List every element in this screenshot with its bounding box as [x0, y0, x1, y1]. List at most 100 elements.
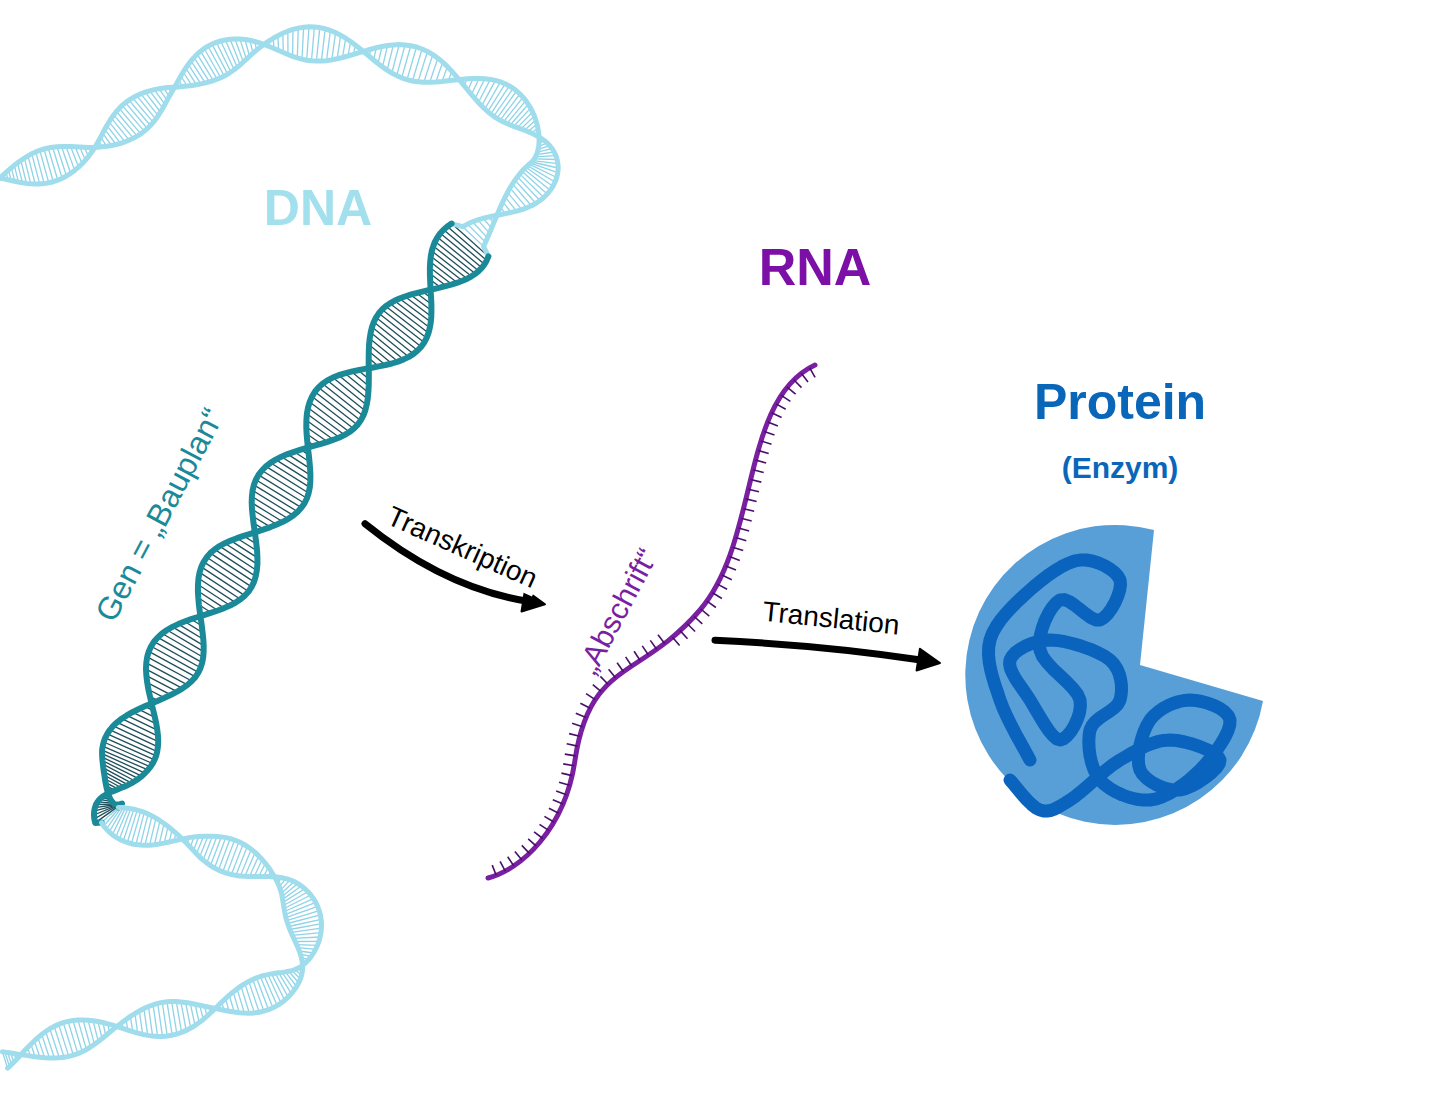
base-pair	[32, 154, 40, 184]
base-pair	[151, 646, 198, 672]
base-pair	[158, 1003, 163, 1036]
base-pair	[167, 630, 204, 652]
base-pair	[241, 986, 249, 1013]
base-pair	[144, 1009, 148, 1036]
base-pair	[225, 543, 258, 564]
rna-base	[736, 538, 747, 541]
base-pair	[292, 933, 321, 936]
base-pair	[122, 105, 144, 131]
rna-base	[673, 637, 680, 645]
base-pair	[162, 1002, 167, 1036]
base-pair	[287, 31, 289, 54]
base-pair	[374, 322, 414, 354]
base-pair	[154, 821, 160, 845]
base-pair	[376, 317, 418, 350]
base-pair	[307, 27, 309, 60]
base-pair	[517, 177, 540, 201]
rna-base	[751, 480, 762, 483]
dna-helix	[0, 27, 558, 1068]
base-pair	[204, 562, 249, 592]
base-pair	[294, 937, 320, 938]
base-pair	[297, 28, 298, 58]
base-pair	[252, 497, 288, 519]
base-pair	[271, 463, 310, 488]
rna-base	[739, 528, 750, 531]
rna-base	[722, 575, 732, 580]
base-pair	[515, 180, 536, 203]
base-pair	[250, 856, 259, 877]
base-pair	[308, 408, 345, 435]
rna-base	[701, 609, 710, 616]
enzyme-subtitle: (Enzym)	[1062, 451, 1179, 484]
rna-base	[593, 685, 601, 692]
base-pair	[412, 49, 422, 81]
protein-blob	[965, 525, 1263, 825]
rna-base	[768, 422, 778, 426]
base-pair	[140, 814, 148, 845]
base-pair	[387, 45, 393, 70]
base-pair	[382, 310, 424, 343]
base-pair	[321, 29, 325, 61]
rna-base	[810, 368, 815, 378]
base-pair	[508, 192, 522, 209]
base-pair	[200, 836, 208, 857]
base-pair	[510, 104, 528, 125]
base-pair	[507, 101, 526, 124]
base-pair	[207, 836, 217, 863]
base-pair	[289, 919, 321, 926]
base-pair	[227, 842, 239, 874]
base-pair	[316, 28, 319, 62]
rna-base	[753, 470, 764, 473]
rna-base	[746, 499, 757, 502]
base-pair	[302, 27, 304, 59]
base-pair	[371, 333, 404, 360]
rna-base	[764, 431, 774, 435]
base-pair	[203, 836, 212, 860]
base-pair	[146, 663, 187, 685]
base-pair	[104, 742, 153, 764]
base-pair	[40, 150, 49, 183]
base-pair	[473, 222, 488, 238]
base-pair	[332, 33, 336, 60]
protein-chain	[989, 560, 1231, 811]
base-pair	[129, 100, 150, 125]
transcript-label: „Abschrift“	[570, 543, 663, 679]
base-pair	[522, 171, 547, 194]
base-pair	[149, 651, 196, 677]
base-pair	[66, 146, 75, 170]
base-pair	[59, 1024, 69, 1056]
base-pair	[500, 94, 520, 120]
rna-base	[650, 640, 656, 649]
base-pair	[50, 1029, 60, 1058]
rna-base	[748, 489, 759, 492]
base-pair	[315, 392, 358, 425]
gene-region: Gen = „Bauplan“	[90, 370, 365, 660]
base-pair	[288, 915, 321, 924]
base-pair	[46, 1032, 55, 1059]
base-pair	[240, 849, 251, 876]
base-pair	[405, 297, 431, 317]
base-pair	[230, 39, 240, 65]
base-pair	[291, 928, 321, 932]
rna-base	[713, 593, 722, 599]
base-pair	[491, 86, 510, 114]
base-pair	[199, 578, 236, 602]
base-pair	[105, 738, 154, 760]
rna-base	[776, 404, 786, 409]
base-pair	[153, 1005, 158, 1037]
rna-base	[658, 635, 665, 644]
base-pair	[215, 838, 226, 868]
base-pair	[215, 549, 256, 576]
dna-backbone	[8, 807, 322, 1068]
rna-base	[626, 657, 632, 666]
rna-base	[707, 601, 716, 607]
process-arrow	[715, 640, 940, 670]
base-pair	[207, 557, 252, 587]
base-pair	[400, 299, 431, 323]
rna-base	[787, 387, 796, 394]
base-pair	[249, 981, 259, 1012]
base-pair	[114, 115, 134, 138]
rna-base	[549, 808, 559, 813]
base-pair	[158, 637, 202, 662]
base-pair	[223, 840, 235, 872]
